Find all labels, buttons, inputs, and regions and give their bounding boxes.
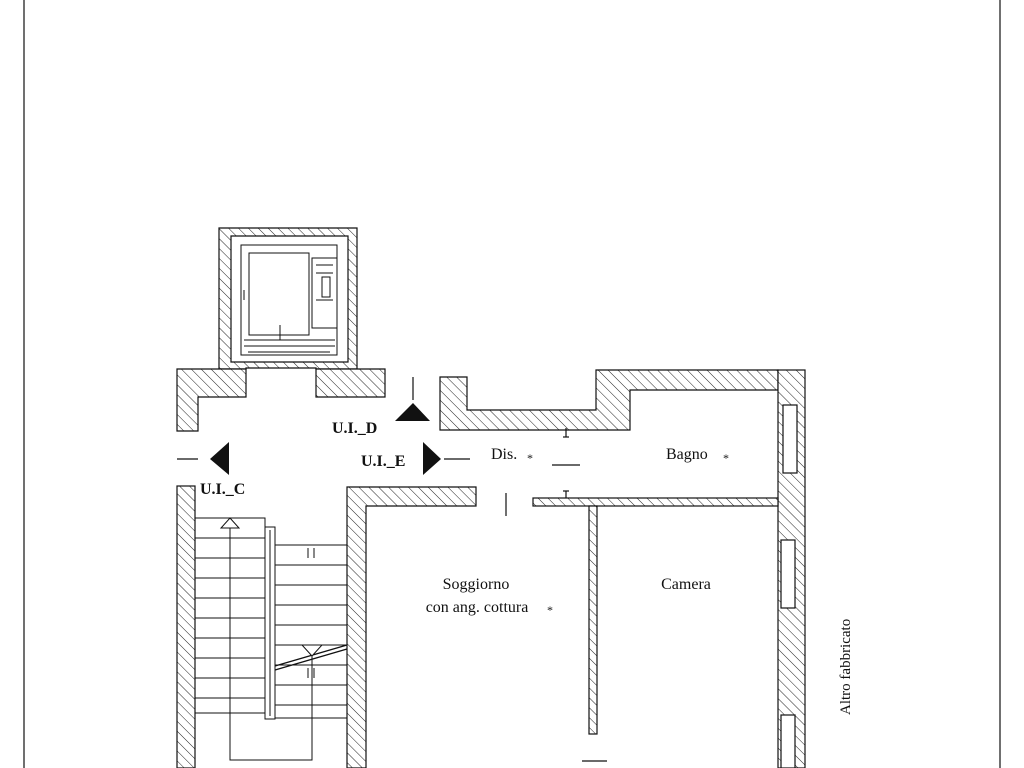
unit-label-c: U.I._C (200, 481, 245, 498)
window-camera (780, 539, 796, 609)
unit-labels: U.I._D U.I._E U.I._C (200, 420, 405, 498)
stair-wall-left (176, 485, 196, 768)
elevator-cabin (240, 244, 338, 356)
room-labels: Dis. * Bagno * Soggiorno con ang. cottur… (426, 446, 854, 715)
stair-living-wall (346, 486, 477, 768)
access-arrows (210, 403, 441, 475)
sheet-border (23, 0, 1001, 768)
room-label-camera: Camera (661, 576, 711, 593)
door-markers (177, 377, 607, 762)
elevator-shaft-wall (218, 227, 358, 370)
staircase (194, 517, 348, 761)
window-bagno (782, 404, 798, 474)
arrow-left-icon (210, 442, 229, 475)
room-label-soggiorno: Soggiorno (443, 576, 510, 593)
marker-soggiorno: * (547, 603, 553, 617)
windows (780, 404, 798, 768)
apartment-wall-top-left (439, 369, 779, 431)
room-label-dis: Dis. (491, 446, 517, 463)
room-label-bagno: Bagno (666, 446, 708, 463)
arrow-up-icon (395, 403, 430, 421)
landing-wall-right (315, 368, 386, 398)
marker-dis: * (527, 451, 533, 465)
marker-bagno: * (723, 451, 729, 465)
label-altro-fabbricato: Altro fabbricato (838, 619, 854, 715)
landing-wall-left (176, 368, 247, 432)
bath-wall-bottom (532, 497, 779, 507)
unit-label-e: U.I._E (361, 453, 405, 470)
living-bedroom-wall (588, 505, 598, 735)
room-label-soggiorno-sub: con ang. cottura (426, 599, 529, 616)
arrow-right-icon (423, 442, 441, 475)
window-lower (780, 714, 796, 768)
walls (176, 227, 806, 768)
unit-label-d: U.I._D (332, 420, 377, 437)
